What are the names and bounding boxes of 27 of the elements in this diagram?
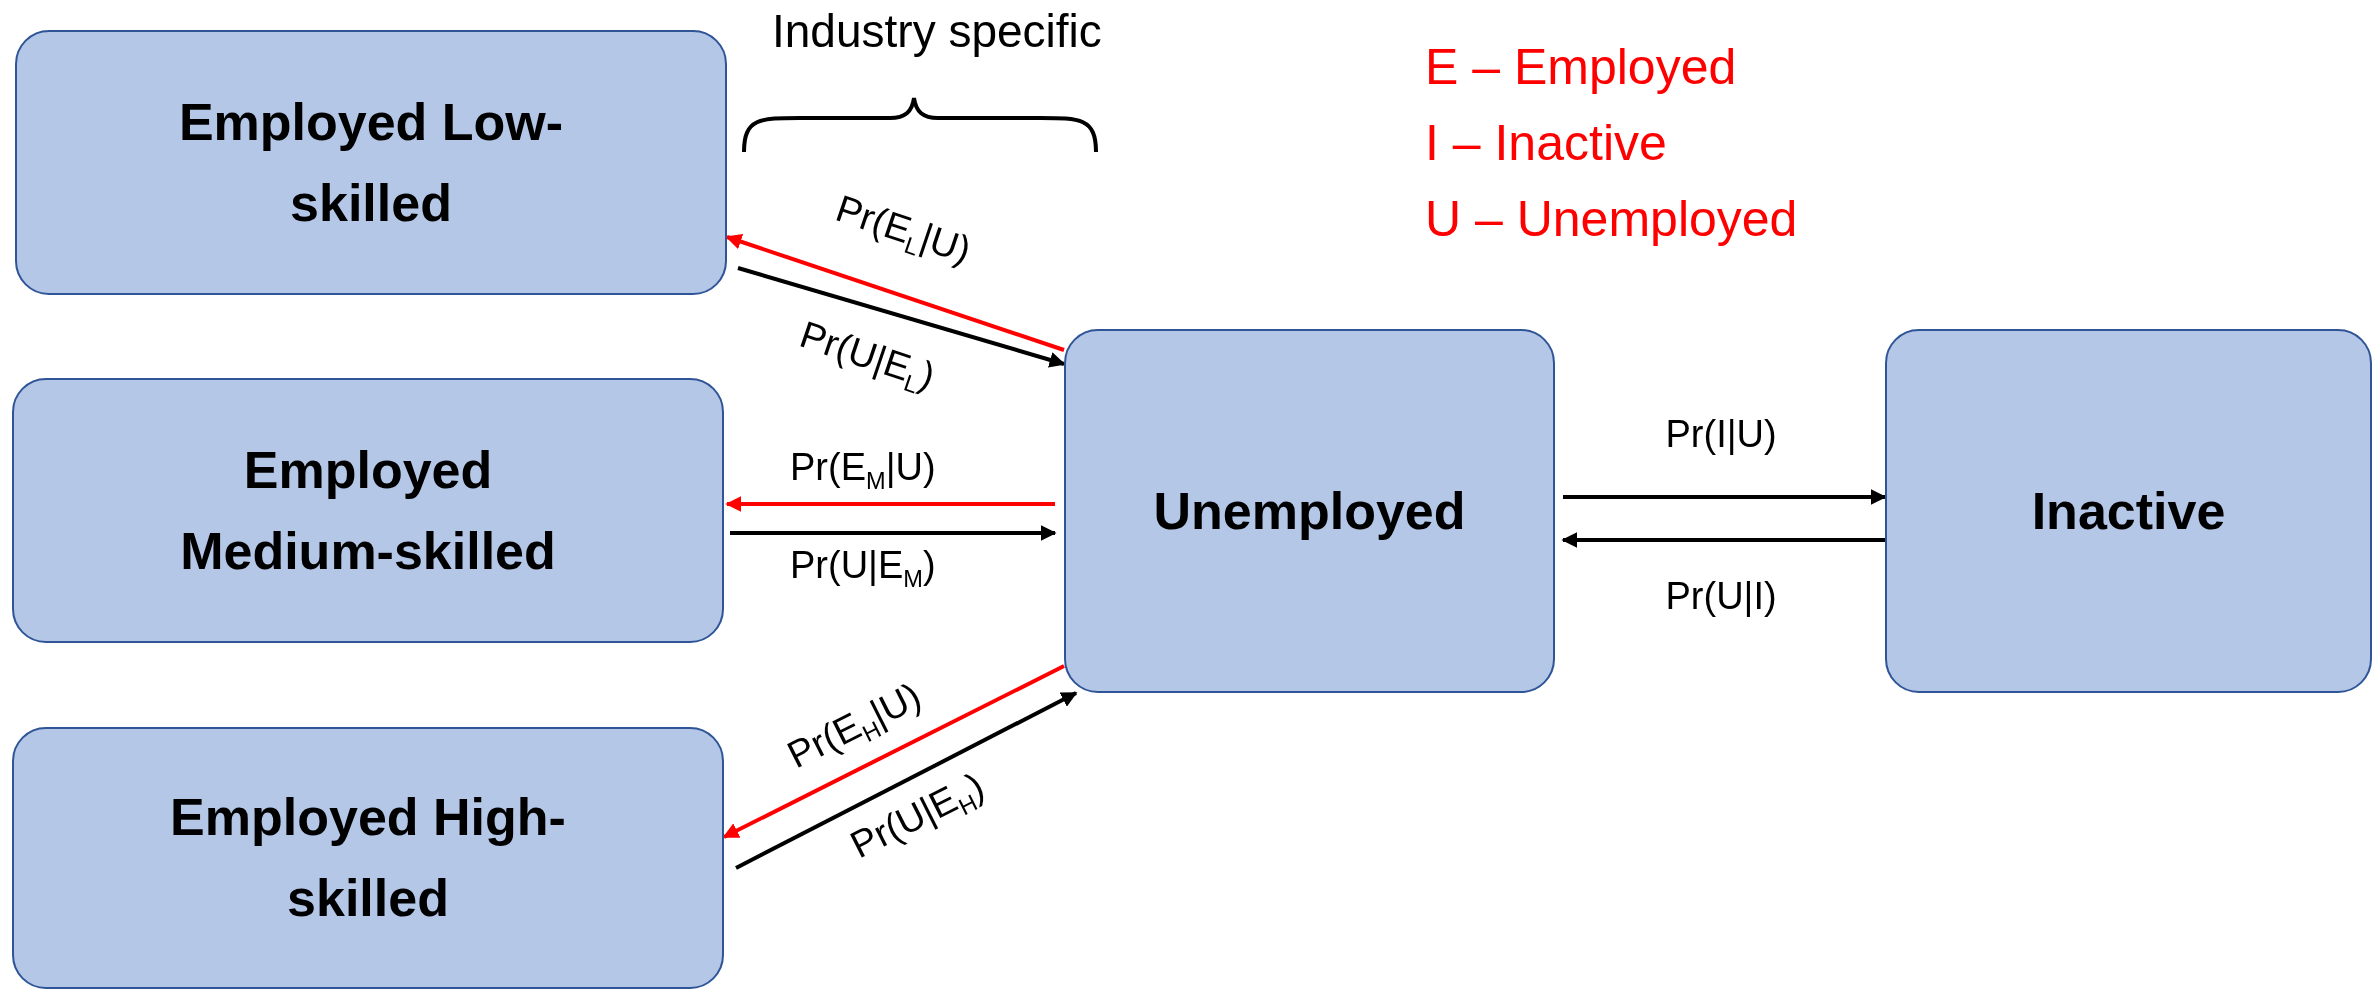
state-box [1885, 329, 2372, 693]
key-text: U – Unemployed [1425, 190, 1798, 248]
edge-label: Pr(U|I) [1665, 574, 1777, 618]
state-box [12, 378, 724, 643]
state-label: Employed Medium-skilled [179, 439, 557, 582]
arrow [735, 691, 1078, 870]
arrow [1563, 489, 1887, 505]
state-box [1064, 329, 1555, 693]
key-text: I – Inactive [1425, 114, 1667, 172]
brace-label: Industry specific [772, 4, 1102, 58]
arrow [737, 266, 1066, 368]
arrow [725, 234, 1065, 352]
state-box [12, 727, 724, 989]
arrow [722, 664, 1065, 839]
arrow [725, 496, 1055, 512]
state-label: Inactive [2031, 480, 2226, 542]
arrow [1561, 532, 1885, 548]
key-text: E – Employed [1425, 38, 1737, 96]
edge-label: Pr(E$_{M}$|U) [790, 445, 936, 495]
state-label: Employed Low-skilled [177, 91, 565, 234]
edge-label: Pr(I|U) [1665, 412, 1777, 456]
edge-label: Pr(U|E$_{M}$) [790, 543, 936, 593]
state-box [15, 30, 727, 295]
arrow [730, 525, 1057, 541]
state-label: Employed High-skilled [169, 787, 567, 929]
state-label: Unemployed [1153, 480, 1466, 542]
edge-label: Pr(U|E$_{L}$) [793, 312, 940, 400]
